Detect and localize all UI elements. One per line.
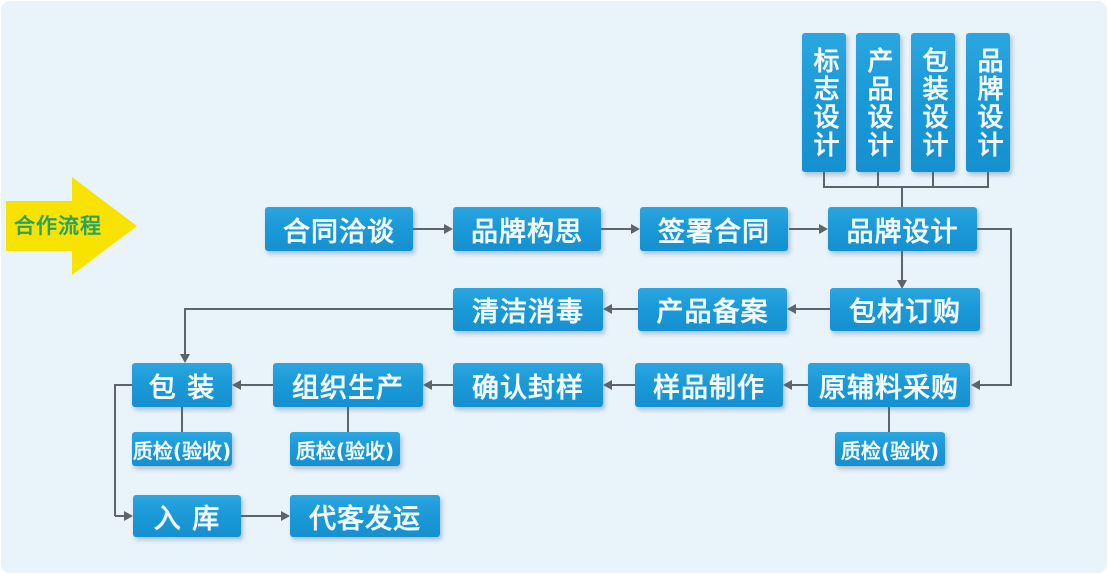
node-logo-design: 标志设计 bbox=[802, 33, 846, 172]
arrowhead-right-icon bbox=[444, 224, 453, 234]
node-label: 组织生产 bbox=[292, 372, 404, 404]
arrowhead-right-icon bbox=[124, 511, 133, 521]
connector-row3 bbox=[432, 384, 453, 386]
node-raw-material-purchase: 原辅料采购 bbox=[808, 363, 970, 407]
connector-clean-to-packing bbox=[184, 308, 186, 354]
node-label: 产品备案 bbox=[656, 297, 769, 328]
arrowhead-right-icon bbox=[819, 224, 828, 234]
node-qc-production: 质检(验收) bbox=[290, 432, 400, 466]
arrowhead-left-icon bbox=[603, 304, 612, 314]
arrowhead-left-icon bbox=[787, 304, 796, 314]
connector-branddesign-down bbox=[901, 251, 903, 280]
arrowhead-down-icon bbox=[897, 280, 907, 289]
node-qc-raw-material: 质检(验收) bbox=[835, 432, 945, 466]
connector-qc bbox=[888, 407, 890, 432]
arrowhead-left-icon bbox=[423, 380, 432, 390]
connector-design-bus bbox=[823, 186, 989, 188]
node-brand-design: 品牌设计 bbox=[828, 207, 977, 251]
flow-direction-arrow: 合作流程 bbox=[6, 177, 138, 277]
node-label: 质检(验收) bbox=[840, 438, 940, 463]
connector-design-bus bbox=[932, 172, 934, 186]
node-label: 合同洽谈 bbox=[283, 216, 395, 248]
connector-packing-to-warehouse bbox=[115, 384, 132, 386]
connector-qc bbox=[181, 407, 183, 432]
node-packing: 包 装 bbox=[132, 363, 232, 407]
node-package-design: 包装设计 bbox=[911, 33, 955, 172]
node-label: 清洁消毒 bbox=[472, 297, 584, 328]
node-sign-contract: 签署合同 bbox=[640, 207, 788, 251]
node-label: 产品设计 bbox=[863, 46, 893, 159]
node-confirm-sealed-sample: 确认封样 bbox=[453, 363, 603, 407]
node-label: 质检(验收) bbox=[132, 438, 232, 463]
node-contract-negotiation: 合同洽谈 bbox=[265, 207, 413, 251]
connector-design-bus bbox=[877, 172, 879, 186]
node-label: 品牌构思 bbox=[471, 216, 583, 248]
node-label: 品牌设计 bbox=[846, 216, 959, 248]
node-label: 样品制作 bbox=[653, 372, 765, 404]
connector-right-loop bbox=[1010, 228, 1012, 386]
connector-row2 bbox=[612, 308, 638, 310]
connector-row1 bbox=[413, 228, 445, 230]
node-organize-production: 组织生产 bbox=[273, 363, 423, 407]
node-warehouse: 入 库 bbox=[133, 495, 241, 537]
node-label: 原辅料采购 bbox=[819, 372, 959, 404]
flow-arrow-label: 合作流程 bbox=[14, 214, 102, 238]
node-brand-concept: 品牌构思 bbox=[453, 207, 601, 251]
connector-clean-to-packing bbox=[184, 308, 453, 310]
arrowhead-left-icon bbox=[603, 380, 612, 390]
node-sample-production: 样品制作 bbox=[635, 363, 783, 407]
node-qc-packing: 质检(验收) bbox=[132, 432, 232, 466]
arrowhead-left-icon bbox=[232, 380, 241, 390]
node-label: 包装设计 bbox=[918, 46, 948, 159]
connector-right-loop bbox=[977, 228, 1012, 230]
connector-row1 bbox=[789, 228, 820, 230]
connector-design-bus bbox=[901, 186, 903, 207]
node-label: 包材订购 bbox=[849, 297, 961, 328]
connector-row3 bbox=[612, 384, 635, 386]
node-clean-disinfect: 清洁消毒 bbox=[453, 288, 603, 331]
node-label: 品牌设计 bbox=[973, 46, 1003, 159]
node-label: 包 装 bbox=[148, 372, 216, 404]
node-label: 标志设计 bbox=[809, 46, 839, 159]
node-brand-design-top: 品牌设计 bbox=[966, 33, 1010, 172]
node-label: 入 库 bbox=[153, 503, 221, 535]
connector-design-bus bbox=[987, 172, 989, 186]
node-label: 代客发运 bbox=[309, 503, 421, 535]
arrowhead-left-icon bbox=[783, 380, 792, 390]
arrowhead-right-icon bbox=[281, 511, 290, 521]
connector-packing-to-warehouse bbox=[114, 384, 116, 516]
node-packaging-material-order: 包材订购 bbox=[830, 288, 980, 331]
connector-row3 bbox=[241, 384, 273, 386]
node-label: 确认封样 bbox=[472, 372, 584, 404]
arrowhead-left-icon bbox=[971, 380, 980, 390]
node-shipping-for-customer: 代客发运 bbox=[290, 495, 440, 537]
connector-qc bbox=[347, 407, 349, 432]
connector-row4 bbox=[241, 515, 281, 517]
arrowhead-down-icon bbox=[180, 354, 190, 363]
connector-row1 bbox=[601, 228, 632, 230]
connector-row3 bbox=[792, 384, 808, 386]
node-label: 签署合同 bbox=[658, 216, 770, 248]
node-label: 质检(验收) bbox=[295, 438, 395, 463]
arrowhead-right-icon bbox=[631, 224, 640, 234]
node-product-design: 产品设计 bbox=[856, 33, 900, 172]
node-product-filing: 产品备案 bbox=[638, 288, 787, 331]
connector-right-loop bbox=[980, 384, 1012, 386]
connector-row2 bbox=[796, 308, 830, 310]
connector-design-bus bbox=[823, 172, 825, 186]
connector-packing-to-warehouse bbox=[115, 515, 125, 517]
yellow-arrow-icon bbox=[6, 177, 137, 275]
